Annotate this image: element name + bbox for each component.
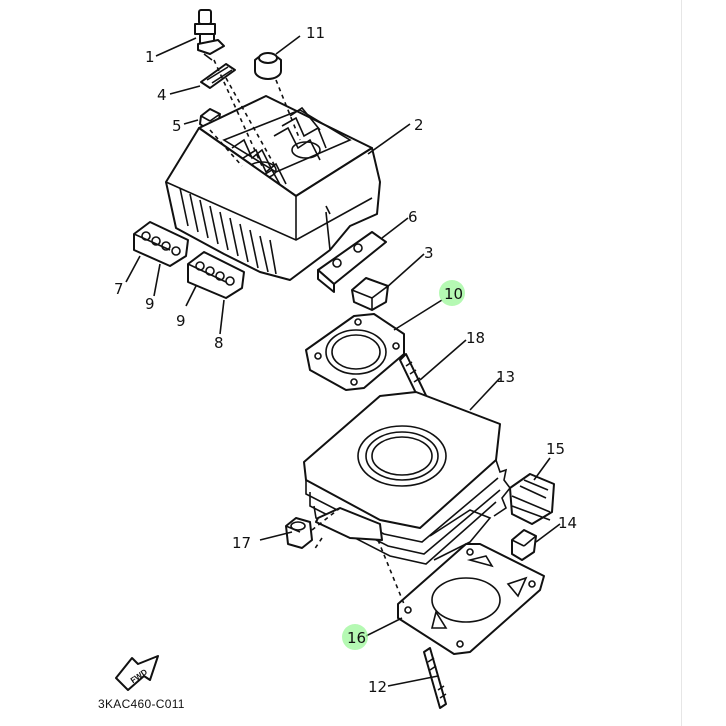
- callout-9-lower: 9: [176, 312, 186, 330]
- callout-16[interactable]: 16: [347, 629, 366, 647]
- callout-11: 11: [306, 24, 325, 42]
- part-head-gasket[interactable]: [305, 313, 405, 391]
- callout-8: 8: [214, 334, 224, 352]
- callout-17: 17: [232, 534, 251, 552]
- callout-3: 3: [424, 244, 434, 262]
- fwd-arrow-icon: FWD: [115, 655, 159, 691]
- highlight-16: [342, 624, 368, 650]
- callout-7: 7: [114, 280, 124, 298]
- callout-9-upper: 9: [145, 295, 155, 313]
- highlight-10: [439, 280, 465, 306]
- part-cylinder-nut[interactable]: [285, 517, 313, 549]
- leader-lines: [125, 35, 561, 687]
- callout-12: 12: [368, 678, 387, 696]
- callout-4: 4: [157, 86, 167, 104]
- part-base-gasket[interactable]: [397, 543, 545, 655]
- part-damper-block[interactable]: [351, 277, 389, 311]
- callout-14: 14: [558, 514, 577, 532]
- callout-6: 6: [408, 208, 418, 226]
- part-cylinder[interactable]: [303, 391, 512, 565]
- callout-15: 15: [546, 440, 565, 458]
- part-cap-nut[interactable]: [254, 52, 282, 80]
- diagram-code: 3KAC460-C011: [98, 697, 185, 711]
- part-rubber-damper-upper[interactable]: [133, 221, 189, 267]
- callout-10[interactable]: 10: [444, 285, 463, 303]
- callout-13: 13: [496, 368, 515, 386]
- part-bracket-plate[interactable]: [317, 231, 387, 293]
- callout-18: 18: [466, 329, 485, 347]
- part-rubber-damper-lower[interactable]: [187, 251, 245, 299]
- page-edge-divider: [681, 0, 682, 726]
- part-stud-bolt-lower[interactable]: [423, 647, 447, 709]
- part-reed-block[interactable]: [509, 473, 555, 525]
- callout-1: 1: [145, 48, 155, 66]
- callout-labels: 1 11 4 5 2 6 3 7 9 9 8 10 18 13 15 14 17…: [114, 24, 577, 696]
- part-spark-plug[interactable]: [194, 9, 225, 61]
- callout-2: 2: [414, 116, 424, 134]
- part-small-damper[interactable]: [511, 529, 537, 561]
- callout-5: 5: [172, 117, 182, 135]
